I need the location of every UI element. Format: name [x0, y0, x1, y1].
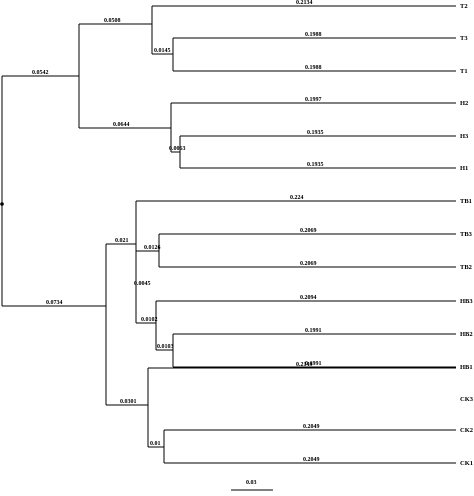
scale-bar-label: 0.03: [246, 480, 257, 486]
branch-length-label: 0.0063: [169, 146, 186, 152]
leaf-label-ck2: CK2: [460, 427, 473, 434]
leaf-label-hb2: HB2: [460, 331, 473, 338]
leaf-branch-length-label: 0.1935: [307, 162, 324, 168]
tree-branches: [0, 5, 456, 491]
leaf-branch-length-label: 0.224: [290, 195, 304, 201]
leaf-branch-length-label: 0.2049: [303, 457, 320, 463]
leaf-label-hb1: HB1: [460, 364, 473, 371]
branch-length-label: 0.021: [115, 238, 129, 244]
leaf-branch-length-label: 0.2049: [303, 424, 320, 430]
leaf-branch-length-label: 0.2094: [300, 295, 317, 301]
leaf-label-tb3: TB3: [460, 231, 473, 238]
leaf-branch-length-label: 0.2134: [296, 0, 313, 6]
leaf-branch-length-label: 0.1997: [305, 97, 322, 103]
branch-length-label: 0.01: [150, 441, 161, 447]
leaf-label-tb2: TB2: [460, 264, 472, 271]
branch-length-label: 0.0542: [32, 70, 49, 76]
leaf-branch-length-label: 0.2149: [296, 362, 313, 368]
leaf-branch-length-label: 0.1988: [305, 32, 322, 38]
leaf-label-tb1: TB1: [460, 198, 472, 205]
branch-length-label: 0.0301: [120, 399, 137, 405]
leaf-label-t1: T1: [460, 68, 468, 75]
leaf-label-h2: H2: [460, 100, 468, 107]
leaf-label-t3: T3: [460, 35, 468, 42]
branch-length-label: 0.0644: [113, 122, 130, 128]
leaf-label-ck1: CK1: [460, 460, 473, 467]
leaf-branch-length-label: 0.1991: [305, 361, 322, 367]
leaf-branch-length-label: 0.1991: [305, 328, 322, 334]
branch-length-label: 0.0508: [104, 18, 121, 24]
root-node: [0, 202, 4, 206]
leaf-label-hb3: HB3: [460, 298, 473, 305]
leaf-branch-length-label: 0.1988: [305, 65, 322, 71]
branch-length-labels: 0.0542 0.0508 0.0145 0.0644 0.0063 0.073…: [32, 18, 186, 447]
leaf-label-t2: T2: [460, 3, 468, 10]
branch-length-label: 0.0045: [134, 281, 151, 287]
leaf-branch-length-label: 0.2069: [300, 228, 317, 234]
leaf-branch-length-labels: 0.2134 0.1988 0.1988 0.1997 0.1935 0.193…: [290, 0, 324, 463]
leaf-label-ck3: CK3: [460, 396, 474, 403]
branch-length-label: 0.0103: [157, 344, 174, 350]
branch-length-label: 0.0145: [154, 48, 171, 54]
branch-length-label: 0.0126: [144, 245, 161, 251]
leaf-label-h1: H1: [460, 165, 468, 172]
branch-length-label: 0.0734: [46, 300, 63, 306]
leaf-branch-length-label: 0.2069: [300, 261, 317, 267]
leaf-name-labels: T2 T3 T1 H2 H3 H1 TB1 TB3 TB2 HB3 HB2 HB…: [460, 3, 474, 467]
leaf-branch-length-label: 0.1935: [307, 130, 324, 136]
branch-length-label: 0.0102: [141, 317, 158, 323]
leaf-label-h3: H3: [460, 133, 469, 140]
